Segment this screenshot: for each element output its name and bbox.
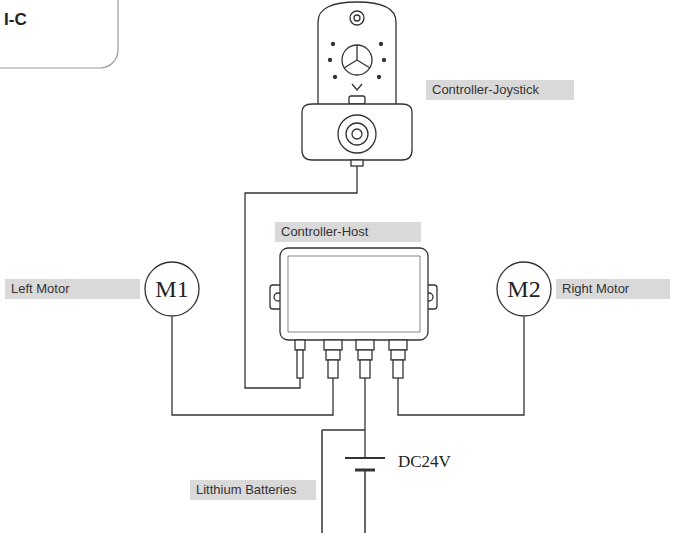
- voltage-label: DC24V: [398, 452, 451, 472]
- motor-node: M1Left Motor: [144, 261, 200, 317]
- host-node: Controller-Host: [275, 222, 433, 378]
- motor-number: M1: [144, 261, 200, 317]
- wire: [398, 317, 524, 415]
- corner-label: I-C: [4, 10, 27, 30]
- wire: [172, 317, 333, 415]
- battery-symbol: [322, 430, 385, 533]
- motor-number: M2: [496, 261, 552, 317]
- motor-label: Right Motor: [556, 279, 670, 299]
- wire: [364, 378, 365, 458]
- corner-tab: [0, 0, 118, 68]
- joystick-label: Controller-Joystick: [426, 80, 574, 100]
- host-housing: [270, 248, 437, 378]
- joystick-node: Controller-Joystick: [302, 0, 412, 166]
- host-label: Controller-Host: [275, 222, 421, 242]
- joystick-figure: [302, 2, 412, 166]
- motor-node: M2Right Motor: [496, 261, 552, 317]
- wire: [245, 166, 357, 388]
- motor-label: Left Motor: [5, 279, 140, 299]
- battery-label: Litthium Batteries: [190, 480, 316, 500]
- battery-node: DC24VLitthium Batteries: [340, 452, 390, 476]
